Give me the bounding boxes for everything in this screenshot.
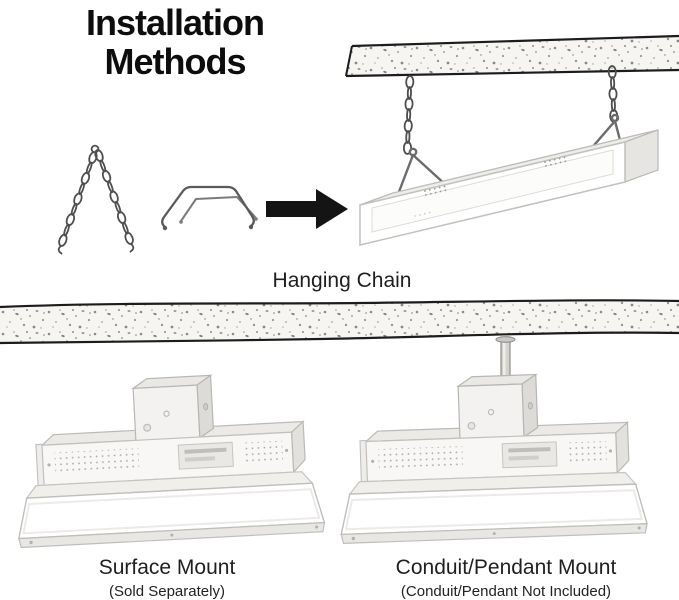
surface-mount-fixture	[17, 374, 326, 549]
pendant-mount-caption-group: Conduit/Pendant Mount (Conduit/Pendant N…	[346, 556, 666, 600]
hanging-fixture	[359, 129, 659, 246]
vent-dots-left	[424, 185, 447, 196]
pendant-mount-fixture	[340, 373, 648, 544]
page-title: Installation Methods	[25, 2, 325, 82]
page-title-line2: Methods	[104, 40, 247, 82]
v-hook-bracket-icon	[161, 185, 258, 231]
ceiling-middle-band	[0, 299, 679, 345]
ceiling-top-band	[345, 34, 679, 78]
v-hook-left	[395, 147, 449, 199]
caption-surface-note: (Sold Separately)	[109, 583, 225, 600]
caption-hanging-chain: Hanging Chain	[272, 269, 412, 292]
caption-surface-mount: Surface Mount	[98, 556, 236, 579]
surface-mount-caption-group: Surface Mount (Sold Separately)	[17, 556, 317, 600]
hanging-chain-left	[402, 75, 415, 155]
caption-pendant-mount: Conduit/Pendant Mount	[395, 556, 617, 579]
hanging-chain-right	[607, 65, 619, 123]
vent-dots-right	[544, 156, 567, 167]
caption-pendant-note: (Conduit/Pendant Not Included)	[400, 583, 612, 600]
lens-dots	[414, 211, 431, 217]
arrow-right-icon	[266, 189, 348, 229]
page-title-line1: Installation	[85, 2, 265, 43]
hanging-chain-icon	[57, 144, 135, 255]
